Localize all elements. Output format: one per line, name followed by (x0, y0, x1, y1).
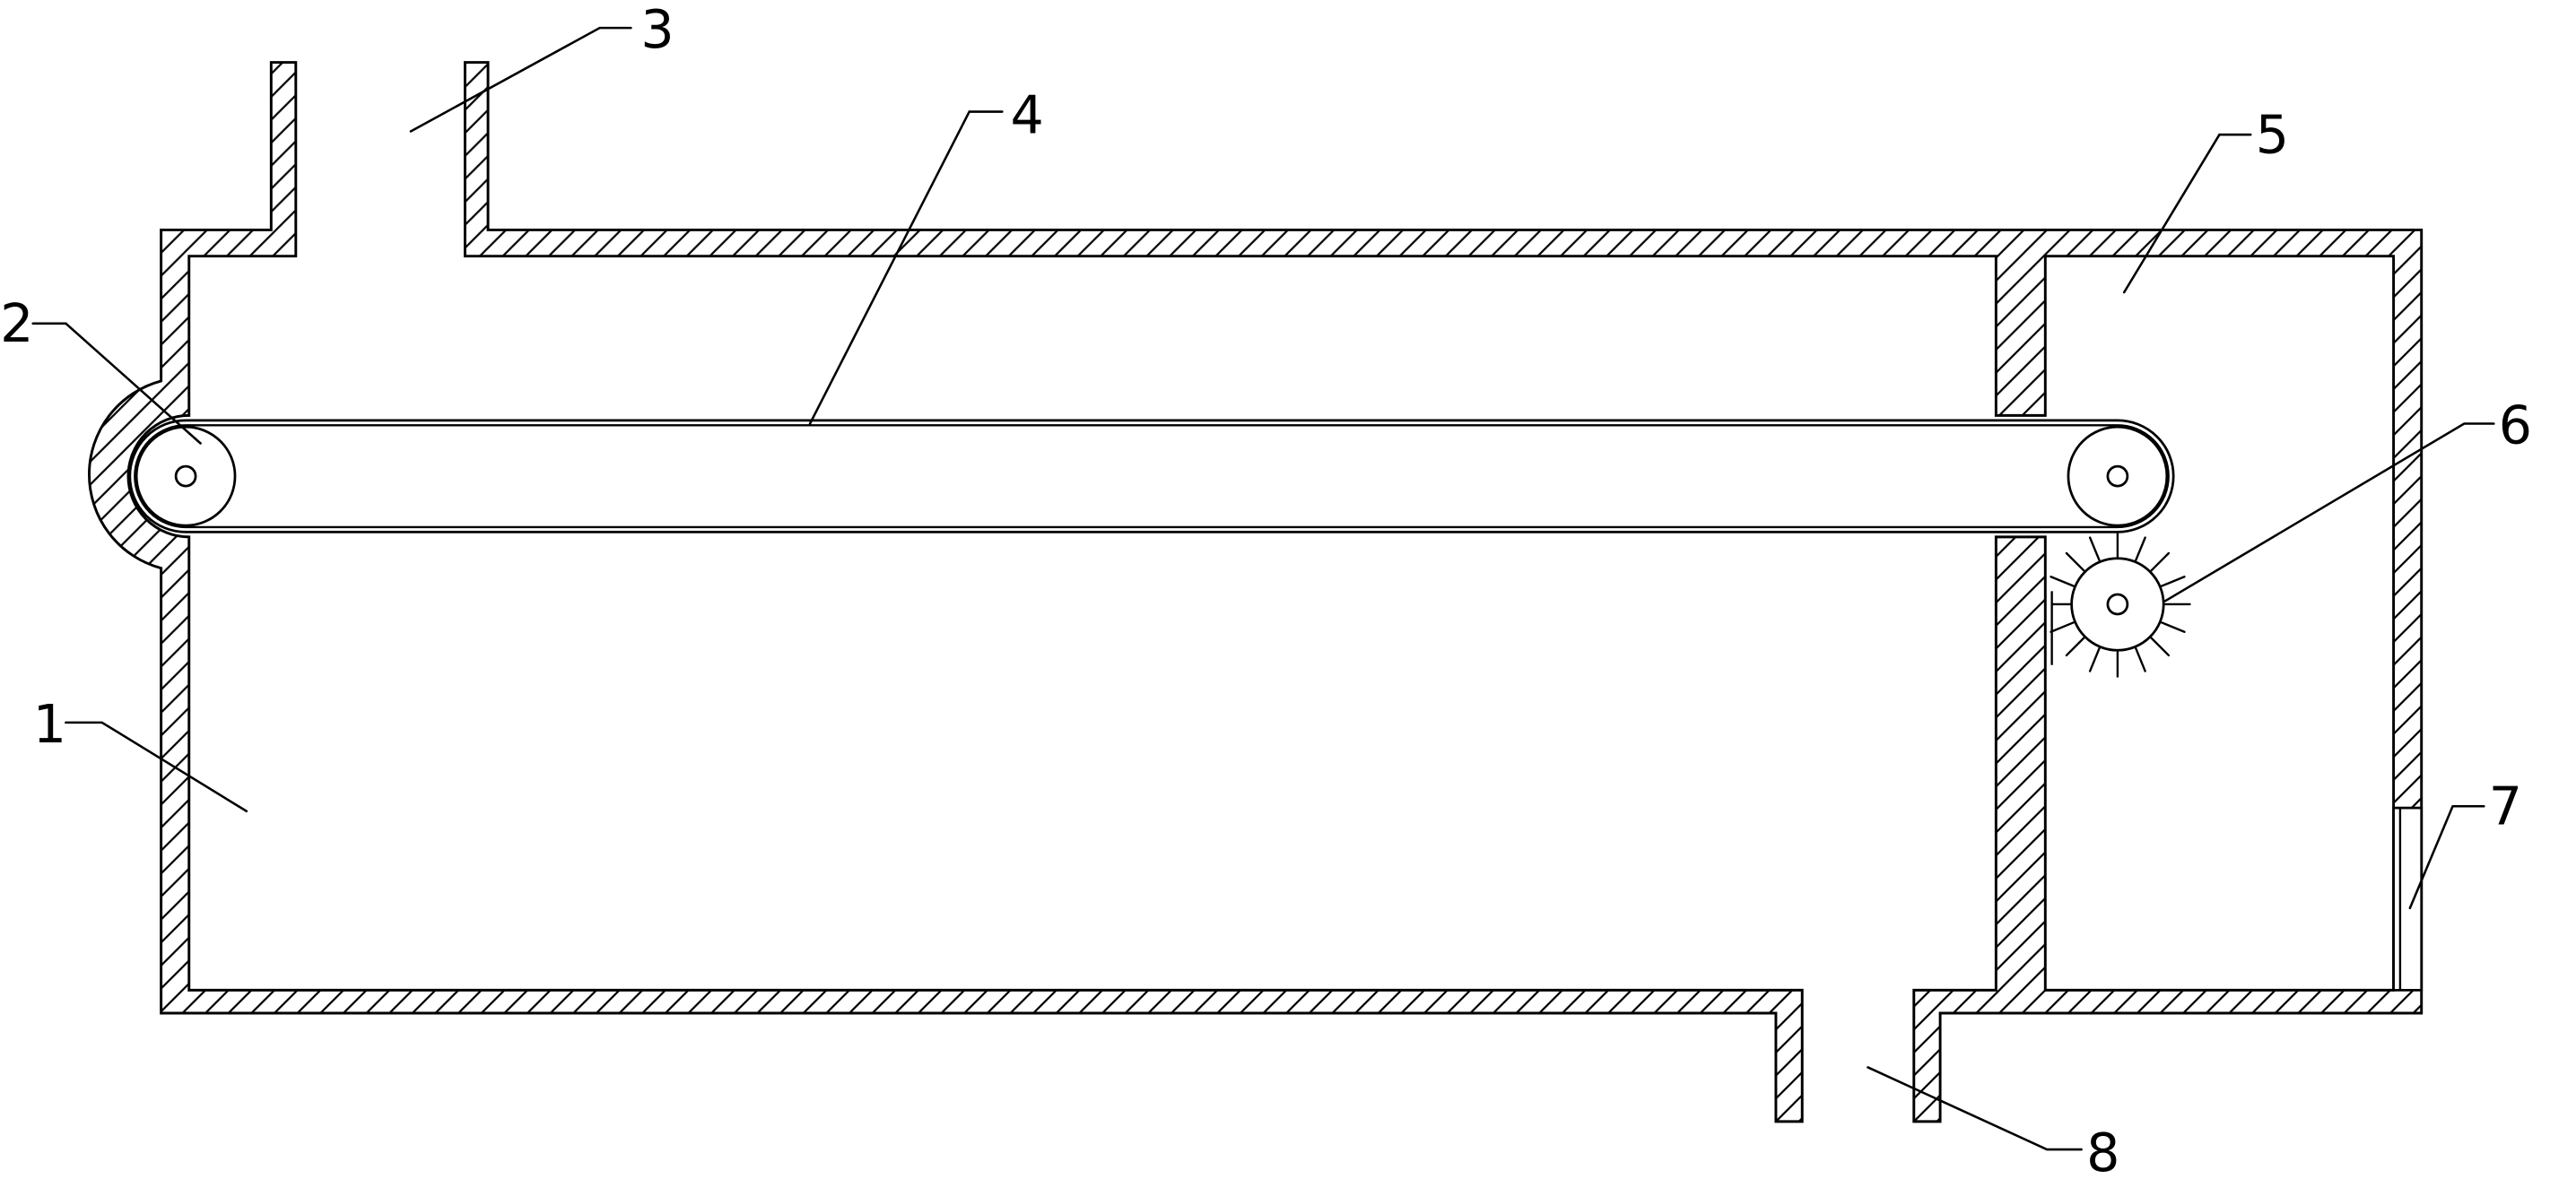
brush-bristle (2150, 637, 2171, 657)
belt-inner-edge (134, 424, 2170, 529)
brush-bristle (2160, 621, 2186, 633)
callout-conveyor-belt: 4 (1010, 84, 1043, 145)
brush-bristle (2065, 551, 2085, 572)
brush-bristle (2135, 536, 2146, 562)
brush-bristle (2065, 637, 2085, 657)
brush-roller-axle (2106, 593, 2129, 616)
leader-lines (31, 26, 2495, 1151)
leader-line-6 (2163, 422, 2495, 603)
leader-line-2 (31, 322, 202, 445)
leader-line-8 (1867, 1066, 2083, 1151)
left-pulley (135, 425, 237, 527)
brush-bristle (2088, 536, 2101, 562)
leader-line-7 (2408, 804, 2485, 910)
leader-line-3 (409, 26, 632, 133)
access-door (2392, 806, 2424, 992)
callout-outlet-pipe: 8 (2086, 1123, 2119, 1179)
brush-bristles (2049, 533, 2191, 678)
callout-inlet-pipe: 3 (640, 0, 674, 60)
callout-housing: 1 (33, 694, 66, 755)
belt-outer-edge (128, 419, 2175, 533)
right-pulley-axle (2106, 464, 2129, 488)
leader-line-5 (2122, 133, 2252, 294)
brush-bristle (2150, 551, 2171, 572)
leader-line-4 (808, 110, 1004, 425)
callout-side-chamber: 5 (2256, 104, 2289, 165)
left-pulley-axle (174, 464, 197, 488)
callout-access-door: 7 (2489, 776, 2522, 837)
brush-bristle (2160, 576, 2186, 587)
housing-wall-left (88, 61, 1804, 1123)
callout-left-pulley: 2 (0, 293, 33, 354)
conveyor-belt (128, 419, 2175, 533)
brush-bristle (2088, 646, 2101, 672)
right-pulley (2067, 425, 2169, 527)
brush-bristle (2049, 621, 2076, 633)
access-door-panel (2392, 806, 2424, 992)
leader-line-1 (65, 721, 248, 813)
brush-roller (2049, 533, 2191, 678)
callout-brush-roller: 6 (2499, 394, 2532, 455)
brush-bristle (2135, 646, 2146, 672)
housing-wall-right (463, 61, 2424, 1123)
brush-bristle (2049, 576, 2076, 587)
